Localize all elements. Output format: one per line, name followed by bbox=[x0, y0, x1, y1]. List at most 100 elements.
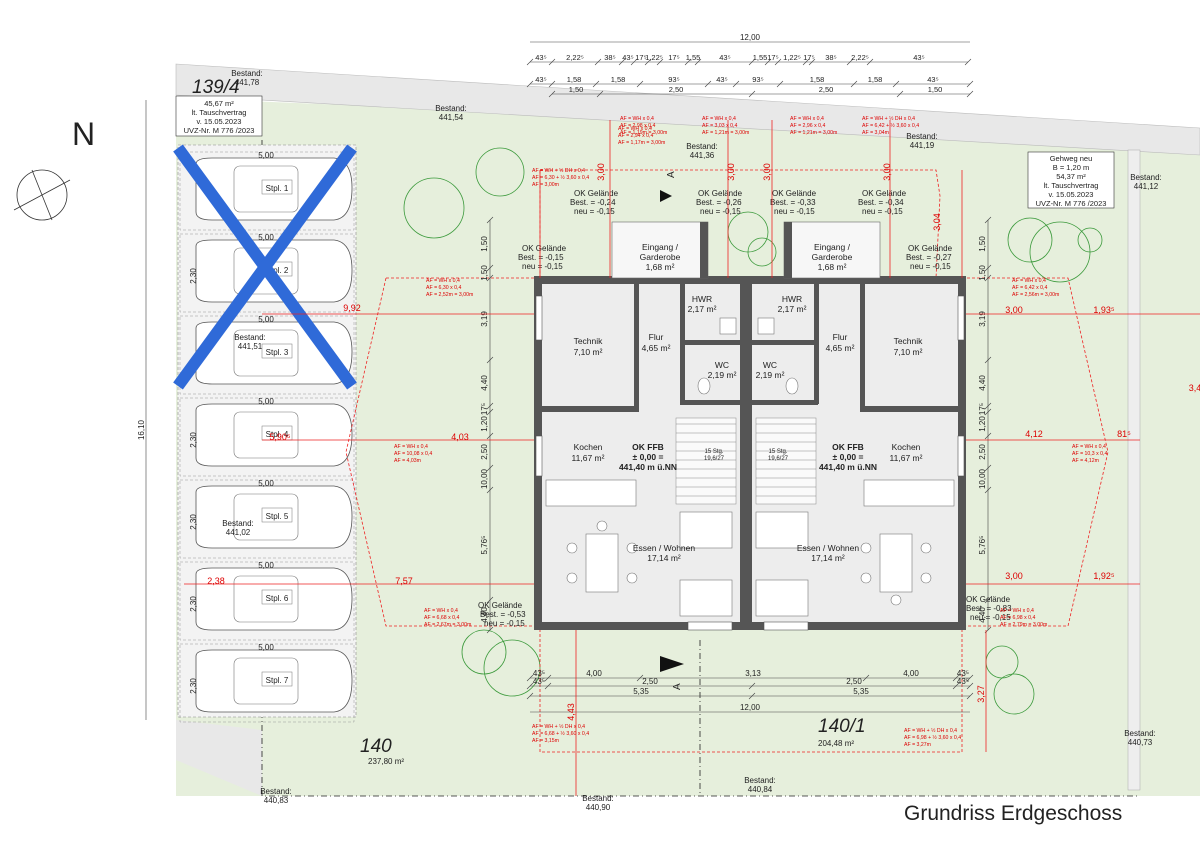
dim-tick bbox=[486, 356, 494, 364]
dim-tick bbox=[966, 692, 974, 700]
terrain-neu: neu = -0,15 bbox=[910, 262, 951, 271]
parcel-140-1: 140/1 204,48 m² bbox=[818, 716, 866, 748]
room-area: 4,65 m² bbox=[642, 343, 671, 353]
dim-tick bbox=[486, 402, 494, 410]
ffb-left: OK FFB ± 0,00 = 441,40 m ü.NN bbox=[619, 442, 677, 472]
dim-label: 1,50 bbox=[978, 236, 987, 252]
af-note: AF = 6,30 x 0,4 bbox=[426, 285, 461, 291]
parcel-area: 237,80 m² bbox=[368, 757, 404, 766]
stall-depth: 2,30 bbox=[189, 268, 198, 284]
dim-label: 2,50 bbox=[642, 677, 658, 686]
dim-label: 2,50 bbox=[846, 677, 862, 686]
dim-tick bbox=[952, 682, 960, 690]
dim-label: 43⁵ bbox=[716, 75, 727, 84]
af-note: AF = 2,52m = 3,00m bbox=[426, 292, 473, 298]
dim-label: 4,40 bbox=[480, 375, 489, 391]
dim-label: 38⁵ bbox=[825, 53, 836, 62]
stall-width: 5,00 bbox=[258, 479, 274, 488]
stall-label: Stpl. 3 bbox=[266, 348, 289, 357]
dim-label: 1,50 bbox=[928, 85, 943, 94]
sidewalk-line: Gehweg neu bbox=[1050, 154, 1093, 163]
af-note: AF = 2,67m = 3,00m bbox=[424, 622, 471, 628]
dim-label: 17⁵ bbox=[635, 53, 646, 62]
dim-tick bbox=[548, 58, 556, 66]
terrain-title: OK Gelände bbox=[698, 189, 743, 198]
room-name: Essen / Wohnen bbox=[797, 543, 859, 553]
dim-tick bbox=[984, 464, 992, 472]
car-roof bbox=[233, 493, 299, 541]
dim-tick bbox=[808, 58, 816, 66]
bestand-value: 441,51 bbox=[238, 342, 263, 351]
dim-label: 1,22⁵ bbox=[783, 53, 801, 62]
stall-label: Stpl. 4 bbox=[266, 430, 289, 439]
parking-stall bbox=[179, 315, 355, 395]
af-note: AF = 1,17m = 3,00m bbox=[618, 140, 665, 146]
dim-label: 5,76⁵ bbox=[978, 536, 987, 555]
af-note: AF = WH x 0,4 bbox=[1072, 444, 1106, 450]
room-area: 7,10 m² bbox=[574, 347, 603, 357]
car-roof bbox=[233, 575, 299, 623]
dim-tick bbox=[486, 464, 494, 472]
parcel-id: 140/1 bbox=[818, 716, 866, 737]
room-name: Garderobe bbox=[640, 252, 681, 262]
dim-tick bbox=[656, 58, 664, 66]
dim-tick bbox=[526, 674, 534, 682]
room-area: 17,14 m² bbox=[811, 553, 845, 563]
stall-label-box bbox=[261, 179, 293, 195]
dim-tick bbox=[486, 216, 494, 224]
dim-tick bbox=[544, 674, 552, 682]
street-corner bbox=[176, 720, 262, 796]
af-note: AF = WH x 0,4 bbox=[394, 444, 428, 450]
bestand-value: 441,36 bbox=[690, 151, 715, 160]
stair-ratio: 19,6/27 bbox=[768, 456, 789, 462]
parking-stall bbox=[179, 561, 355, 641]
terrain-title: OK Gelände bbox=[908, 244, 953, 253]
bestand-label: Bestand: bbox=[231, 69, 263, 78]
red-dim: 4,43 bbox=[566, 703, 576, 721]
section-markers: A A bbox=[660, 171, 684, 690]
ffb-value: ± 0,00 = bbox=[633, 452, 664, 462]
bestand-label: Bestand: bbox=[1124, 729, 1156, 738]
dim-label: 4,00 bbox=[903, 669, 919, 678]
af-note: AF = 6,98 x 0,4 bbox=[1000, 615, 1035, 621]
af-note: AF = 2,94 x 0,4 bbox=[618, 133, 653, 139]
dim-tick bbox=[486, 432, 494, 440]
af-note: AF = 10,3 x 0,4 bbox=[1072, 451, 1107, 457]
terrain-neu: neu = -0,15 bbox=[970, 613, 1011, 622]
dim-tick bbox=[776, 80, 784, 88]
dim-tick bbox=[486, 626, 494, 634]
parcel-139-4: 139/4 45,67 m² lt. Tauschvertrag v. 15.0… bbox=[175, 77, 263, 137]
dim-tick bbox=[966, 80, 974, 88]
bestand-value: 441,02 bbox=[226, 528, 251, 537]
building bbox=[534, 221, 966, 631]
rooms-right: Eingang / Garderobe 1,68 m² HWR 2,17 m² … bbox=[756, 242, 924, 563]
red-dim: 3,27 bbox=[976, 685, 986, 703]
red-dim: 2,38 bbox=[207, 576, 225, 586]
dim-label: 1,50 bbox=[569, 85, 584, 94]
red-dim: 1,92⁵ bbox=[1093, 571, 1115, 581]
dim-label: 5,35 bbox=[633, 687, 649, 696]
parcel-note: lt. Tauschvertrag bbox=[192, 108, 247, 117]
af-note: AF = 6,30 + ½ 3,60 x 0,4 bbox=[532, 174, 589, 181]
af-note: AF = 3,04m bbox=[862, 130, 889, 136]
af-note: AF = WH + ½ DH x 0,4 bbox=[532, 723, 585, 730]
dim-label: 43⁵ bbox=[927, 75, 938, 84]
red-distance-lines bbox=[184, 120, 1200, 796]
stall-label-box bbox=[261, 507, 293, 523]
af-note: AF = WH x 0,4 bbox=[618, 126, 652, 132]
dim-tick bbox=[748, 58, 756, 66]
dim-total: 12,00 bbox=[740, 703, 761, 712]
terrain-best: Best. = -0,26 bbox=[696, 198, 742, 207]
ffb-value: 441,40 m ü.NN bbox=[619, 462, 677, 472]
dim-tick bbox=[526, 58, 534, 66]
room-name: Garderobe bbox=[812, 252, 853, 262]
dim-tick bbox=[526, 692, 534, 700]
room-name: Eingang / bbox=[642, 242, 679, 252]
dim-label: 2,50 bbox=[480, 444, 489, 460]
dim-tick bbox=[984, 264, 992, 272]
stall-width: 5,00 bbox=[258, 151, 274, 160]
red-dim: 4,12 bbox=[1025, 429, 1043, 439]
dim-label: 1,58 bbox=[810, 75, 825, 84]
af-note: AF = 2,56m = 3,00m bbox=[1012, 292, 1059, 298]
